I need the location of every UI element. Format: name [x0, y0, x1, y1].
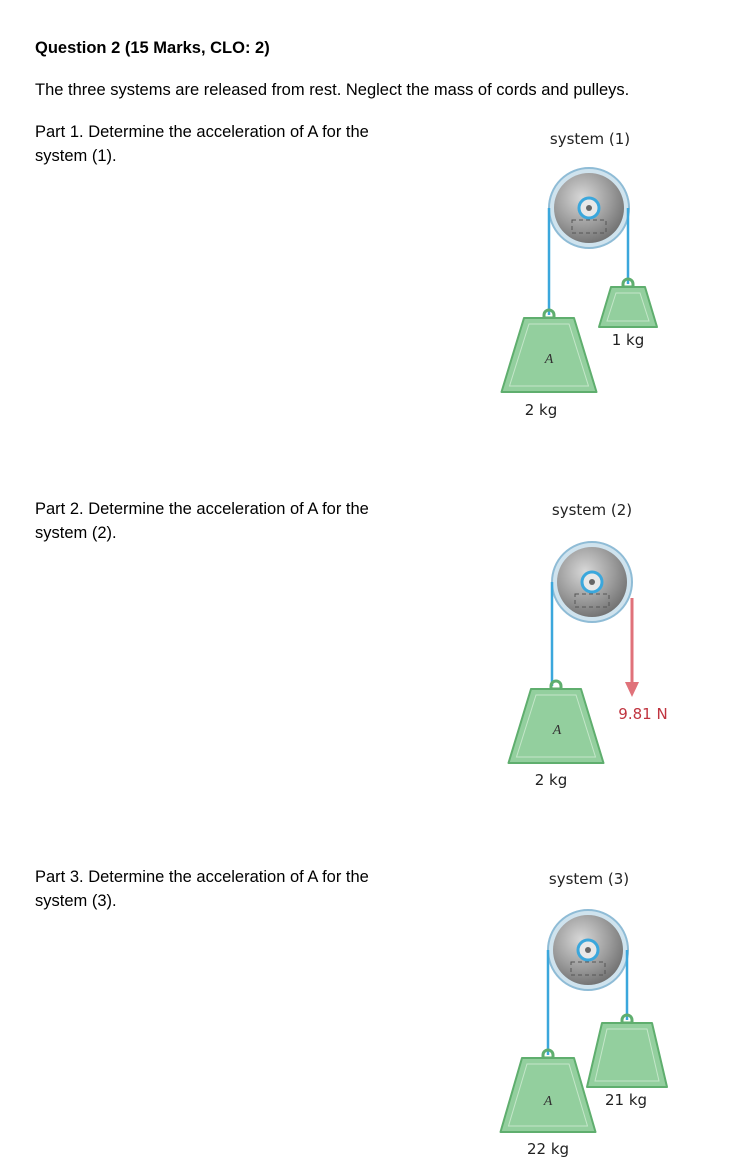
part-1-line2: system (1).	[35, 147, 117, 165]
system-3-right-weight	[586, 1022, 668, 1088]
system-2-force-arrowhead-icon	[625, 682, 639, 697]
system-2-pulley-axle-icon	[589, 579, 595, 585]
system-2-title: system (2)	[551, 501, 633, 519]
system-1-right-mass: 1 kg	[611, 331, 645, 349]
system-3-block-a	[499, 1057, 597, 1133]
system-3-block-a-highlight	[507, 1063, 589, 1127]
question-intro: The three systems are released from rest…	[35, 81, 630, 99]
part-3-text: Part 3. Determine the acceleration of A …	[35, 865, 369, 913]
system-2-force-label: 9.81 N	[618, 705, 668, 723]
system-1-pulley-bracket	[571, 219, 607, 234]
system-3-right-mass: 21 kg	[604, 1091, 648, 1109]
system-1-block-a-highlight	[508, 323, 590, 387]
part-1-text: Part 1. Determine the acceleration of A …	[35, 120, 369, 168]
part-2-text: Part 2. Determine the acceleration of A …	[35, 497, 369, 545]
system-1-right-weight	[598, 286, 658, 328]
system-3-pulley-axle-icon	[585, 947, 591, 953]
part-2-line1: Part 2. Determine the acceleration of A …	[35, 500, 369, 518]
system-2-block-a-label: A	[552, 723, 562, 738]
system-1-pulley-axle-icon	[586, 205, 592, 211]
system-1-right-weight-highlight	[606, 292, 650, 322]
system-1-block-a-label: A	[544, 352, 554, 367]
part-1-line1: Part 1. Determine the acceleration of A …	[35, 123, 369, 141]
question-title: Question 2 (15 Marks, CLO: 2)	[35, 39, 270, 57]
system-3-pulley-bracket	[570, 961, 606, 976]
part-3-line1: Part 3. Determine the acceleration of A …	[35, 868, 369, 886]
system-3-right-weight-highlight	[594, 1028, 660, 1082]
part-3-line2: system (3).	[35, 892, 117, 910]
system-2-block-a-hook	[549, 679, 563, 691]
system-2-block-a-highlight	[515, 694, 597, 758]
system-2-pulley-bracket	[574, 593, 610, 608]
system-2-mass-a: 2 kg	[534, 771, 568, 789]
system-3-mass-a: 22 kg	[526, 1140, 570, 1158]
system-3-block-a-label: A	[543, 1094, 553, 1109]
system-1-mass-a: 2 kg	[524, 401, 558, 419]
part-2-line2: system (2).	[35, 524, 117, 542]
system-3-title: system (3)	[548, 870, 630, 888]
system-1-title: system (1)	[549, 130, 631, 148]
